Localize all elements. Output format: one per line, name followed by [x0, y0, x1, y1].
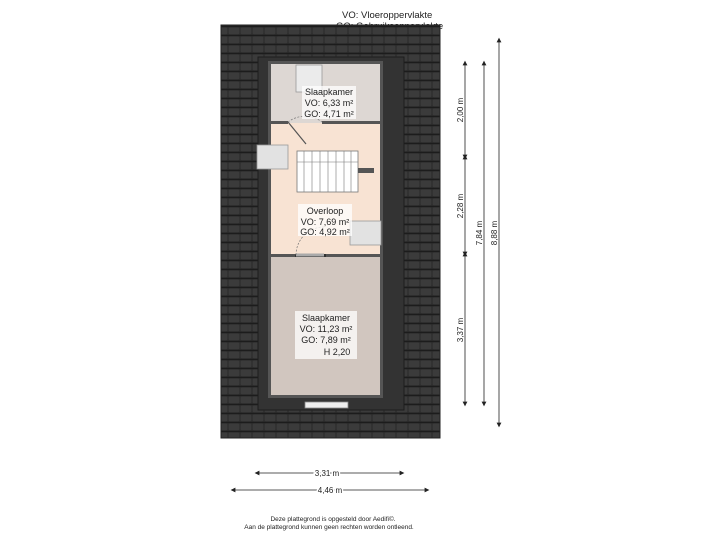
wall-partition-bottom-right: [326, 254, 383, 257]
skylight-left: [256, 144, 289, 170]
legend-vo: VO: Vloeroppervlakte: [342, 10, 432, 21]
room-label-bedroom-bottom: Slaapkamer VO: 11,23 m² GO: 7,89 m² H 2,…: [295, 311, 357, 359]
dimension-label-8-88: 8,88 m: [490, 220, 499, 245]
room-height-bedroom-bottom: H 2,20: [324, 347, 351, 357]
dimension-label-3-31: 3,31 m: [315, 469, 340, 478]
dimension-horizontal-3-31: 3,31 m: [254, 468, 405, 480]
wall-partition-top-right: [322, 121, 383, 124]
dimension-vertical-3-37: 3,37 m: [456, 251, 468, 407]
room-label-bedroom-top: Slaapkamer VO: 6,33 m² GO: 4,71 m²: [302, 86, 356, 119]
dimension-label-2-28: 2,28 m: [456, 193, 465, 218]
dimension-vertical-2-00: 2,00 m: [456, 60, 468, 160]
dimension-vertical-8-88: 8,88 m: [490, 37, 502, 428]
dimension-vertical-7-84: 7,84 m: [475, 60, 487, 407]
room-vo-bedroom-top: VO: 6,33 m²: [305, 98, 354, 108]
footer-line-2: Aan de plattegrond kunnen geen rechten w…: [244, 524, 414, 531]
dimension-label-2-00: 2,00 m: [456, 97, 465, 122]
wall-partition-top-left: [268, 121, 288, 124]
wall-right: [380, 61, 383, 398]
wall-partition-bottom-left: [268, 254, 295, 257]
room-go-bedroom-top: GO: 4,71 m²: [304, 109, 354, 119]
wall-bottom: [268, 395, 383, 398]
footer-line-1: Deze plattegrond is opgesteld door Aedif…: [270, 515, 395, 523]
dimension-vertical-2-28: 2,28 m: [456, 154, 468, 257]
skylight-right: [349, 220, 382, 246]
staircase: [296, 150, 374, 193]
room-vo-bedroom-bottom: VO: 11,23 m²: [300, 324, 353, 334]
wall-left: [268, 61, 271, 398]
room-go-bedroom-bottom: GO: 7,89 m²: [301, 335, 351, 345]
room-go-landing: GO: 4,92 m²: [300, 227, 350, 237]
room-vo-landing: VO: 7,69 m²: [301, 217, 350, 227]
room-name-landing: Overloop: [307, 206, 344, 216]
dormer-window: [304, 401, 349, 409]
dimension-horizontal-4-46: 4,46 m: [230, 485, 430, 497]
room-label-landing: Overloop VO: 7,69 m² GO: 4,92 m²: [298, 204, 352, 237]
wall-top: [268, 61, 383, 64]
roof-edge: [220, 24, 441, 439]
room-name-bedroom-top: Slaapkamer: [305, 87, 353, 97]
room-name-bedroom-bottom: Slaapkamer: [302, 313, 350, 323]
dimension-label-4-46: 4,46 m: [318, 486, 343, 495]
dimension-label-7-84: 7,84 m: [475, 220, 484, 245]
dimension-label-3-37: 3,37 m: [456, 317, 465, 342]
